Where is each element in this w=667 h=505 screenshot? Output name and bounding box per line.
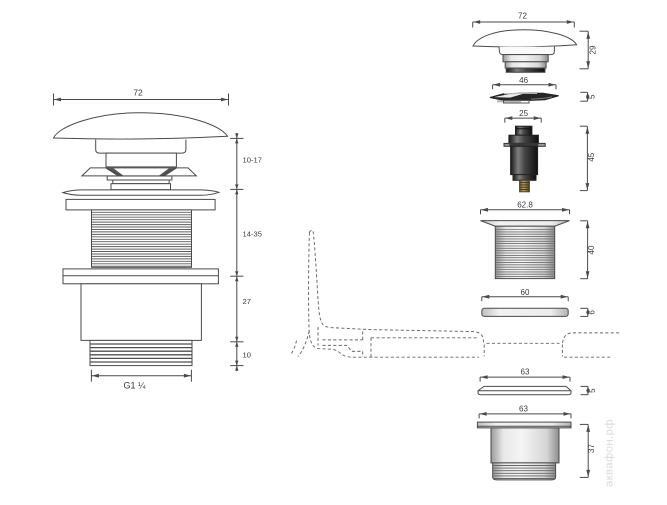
svg-text:25: 25 bbox=[519, 109, 528, 118]
svg-text:10-17: 10-17 bbox=[243, 156, 262, 165]
svg-text:72: 72 bbox=[518, 11, 527, 20]
svg-text:аквафон.рф: аквафон.рф bbox=[604, 419, 616, 487]
svg-text:6: 6 bbox=[588, 310, 597, 315]
svg-text:63: 63 bbox=[519, 404, 528, 413]
svg-text:14-35: 14-35 bbox=[243, 230, 262, 239]
svg-text:46: 46 bbox=[519, 76, 528, 85]
svg-text:G1 ¼: G1 ¼ bbox=[123, 381, 146, 391]
svg-text:62.8: 62.8 bbox=[517, 200, 533, 209]
svg-text:29: 29 bbox=[589, 45, 598, 54]
svg-text:60: 60 bbox=[521, 288, 530, 297]
svg-text:5: 5 bbox=[588, 388, 597, 393]
svg-text:37: 37 bbox=[587, 444, 596, 453]
svg-text:45: 45 bbox=[587, 152, 596, 161]
svg-text:5: 5 bbox=[588, 94, 597, 99]
svg-text:72: 72 bbox=[133, 88, 143, 98]
svg-text:63: 63 bbox=[521, 368, 530, 377]
svg-text:40: 40 bbox=[587, 245, 596, 254]
svg-text:27: 27 bbox=[243, 297, 251, 306]
svg-text:10: 10 bbox=[243, 351, 251, 360]
